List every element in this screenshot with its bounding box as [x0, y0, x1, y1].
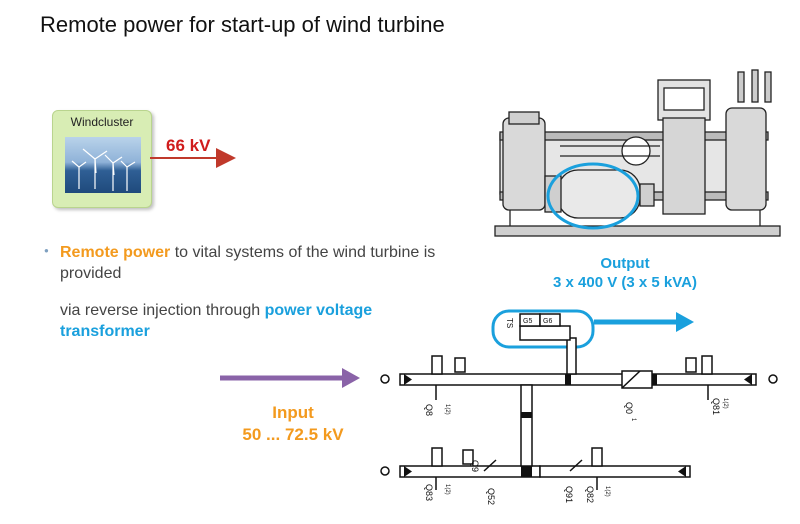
- windcluster-photo: [65, 137, 141, 193]
- label-q8-sub: 1(2): [444, 404, 450, 415]
- bullet-dot: ●: [44, 246, 49, 255]
- input-value: 50 ... 72.5 kV: [242, 425, 344, 444]
- voltage-66kv-label: 66 kV: [166, 136, 211, 155]
- label-q9: Q9: [470, 460, 480, 472]
- input-label: Input 50 ... 72.5 kV: [218, 402, 368, 446]
- output-label: Output 3 x 400 V (3 x 5 kVA): [525, 254, 725, 292]
- label-q82-sub: 1(2): [604, 486, 610, 497]
- label-g6: G6: [543, 318, 552, 325]
- sub-text-prefix: via reverse injection through: [60, 302, 265, 319]
- label-q81: Q81: [711, 398, 721, 415]
- label-q83: Q83: [424, 484, 434, 501]
- sub-text: via reverse injection through power volt…: [60, 300, 440, 342]
- output-value: 3 x 400 V (3 x 5 kVA): [553, 274, 697, 291]
- wind-turbine-icon: [71, 148, 136, 191]
- input-arrow-head: [342, 368, 360, 388]
- bullet-line1-rest: to vital systems of the wind turbine is …: [60, 244, 436, 282]
- windcluster-label: Windcluster: [70, 115, 134, 129]
- remote-power-highlight: Remote power: [60, 244, 171, 261]
- label-q0-sub: 1: [630, 418, 636, 422]
- output-arrow-head: [676, 312, 694, 332]
- schematic-markers: [404, 374, 752, 477]
- windcluster-box: Windcluster: [52, 110, 152, 208]
- label-ts: TS: [505, 318, 514, 328]
- transformer-highlight: power voltage transformer: [60, 302, 373, 340]
- input-title: Input: [272, 403, 314, 422]
- label-q52: Q52: [486, 488, 496, 505]
- output-highlight-box: [491, 309, 595, 349]
- label-q8: Q8: [424, 404, 434, 416]
- transformer-highlight-ellipse: [546, 162, 640, 230]
- label-q83-sub: 1(2): [444, 484, 450, 495]
- label-q81-sub: 1(2): [722, 398, 728, 409]
- label-q91: Q91: [564, 486, 574, 503]
- label-q82: Q82: [585, 486, 595, 503]
- label-q0: Q0: [624, 402, 634, 414]
- bullet-text: Remote power to vital systems of the win…: [60, 242, 440, 284]
- schematic: [380, 313, 778, 490]
- page-title: Remote power for start-up of wind turbin…: [40, 12, 445, 37]
- switchgear-drawing: [494, 69, 781, 237]
- output-title: Output: [600, 255, 650, 272]
- label-g5: G5: [523, 318, 532, 325]
